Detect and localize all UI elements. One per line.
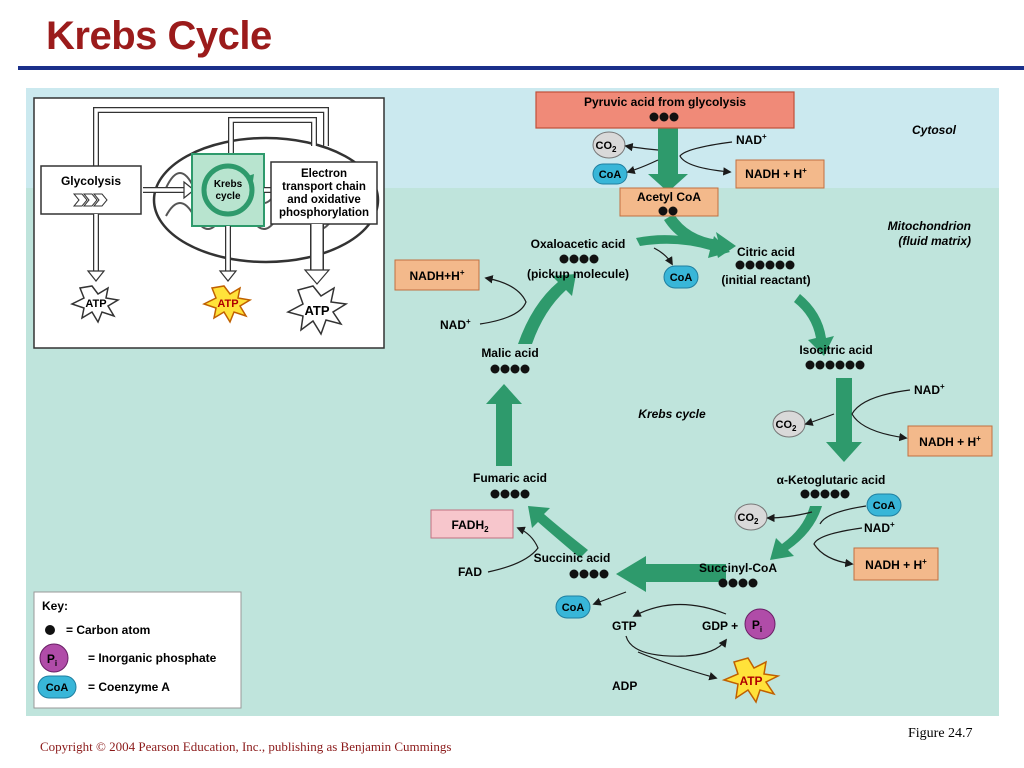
- oxaloacetic-carbons: [559, 254, 599, 264]
- nadh-label-4: NADH+H+: [409, 268, 464, 283]
- key-carbon-dot: [45, 625, 55, 635]
- gtp-label: GTP: [612, 619, 637, 633]
- overview-krebs-line2: cycle: [215, 191, 240, 202]
- coa-label-4: CoA: [562, 602, 585, 614]
- ketoglutaric-carbons: [800, 489, 850, 499]
- citric-label-2: (initial reactant): [721, 273, 810, 287]
- atp-label-cycle: ATP: [739, 674, 762, 688]
- key-title: Key:: [42, 599, 68, 613]
- co2-label-1: CO2: [596, 140, 618, 154]
- overview-etc-line4: phosphorylation: [279, 207, 369, 219]
- copyright-footer: Copyright © 2004 Pearson Education, Inc.…: [40, 739, 452, 754]
- nadh-box-2: [907, 425, 993, 457]
- succinic-carbons: [569, 569, 609, 579]
- co2-label-2: CO2: [776, 419, 798, 433]
- key-box: Key: = Carbon atom Pi = Inorganic phosph…: [33, 591, 242, 709]
- overview-atp-star-1: [70, 285, 121, 324]
- coa-label-1: CoA: [599, 169, 622, 181]
- fadh2-box: [430, 509, 514, 539]
- isocitric-carbons: [805, 360, 865, 370]
- malic-label: Malic acid: [481, 346, 538, 360]
- overview-atp-3: ATP: [304, 303, 329, 318]
- cytosol-label: Cytosol: [912, 123, 957, 137]
- pi-label-1: Pi: [752, 618, 762, 634]
- krebs-center-label: Krebs cycle: [638, 407, 706, 421]
- ketoglutaric-label: α-Ketoglutaric acid: [777, 473, 886, 487]
- krebs-diagram: Cytosol Mitochondrion (fluid matrix) Kre…: [33, 91, 993, 709]
- co2-label-3: CO2: [738, 512, 760, 526]
- nadh-box-4: [394, 259, 480, 291]
- overview-atp-2: ATP: [217, 298, 238, 310]
- overview-inset: Glycolysis Krebs cycle Electron transpor…: [33, 97, 385, 349]
- malic-carbons: [490, 364, 530, 374]
- slide-title: Krebs Cycle: [46, 14, 272, 58]
- fadh2-label: FADH2: [451, 518, 489, 534]
- diagram-panel: Cytosol Mitochondrion (fluid matrix) Kre…: [26, 88, 999, 716]
- cycle-arrows: [486, 128, 862, 592]
- atp-star-cycle: [721, 657, 781, 704]
- key-carbon-text: = Carbon atom: [66, 623, 150, 637]
- isocitric-label: Isocitric acid: [799, 343, 872, 357]
- pyruvic-label: Pyruvic acid from glycolysis: [584, 95, 746, 109]
- overview-atp-star-3: [285, 285, 349, 336]
- mitochondrion-label: Mitochondrion: [888, 219, 971, 233]
- nadh-box-3: [853, 547, 939, 581]
- coa-badge-2: [663, 265, 699, 289]
- nad-label-2: NAD+: [914, 382, 945, 397]
- oxaloacetic-label-2: (pickup molecule): [527, 267, 629, 281]
- key-coa-badge: [37, 675, 77, 699]
- nad-label-4: NAD+: [440, 317, 471, 332]
- gdp-label: GDP +: [702, 619, 738, 633]
- fluid-matrix-label: (fluid matrix): [898, 234, 971, 248]
- coa-label-2: CoA: [670, 272, 693, 284]
- pyruvic-carbons: [649, 112, 679, 122]
- nadh-label-3: NADH + H+: [865, 557, 927, 572]
- key-coa-label: CoA: [46, 682, 69, 694]
- overview-etc-line2: transport chain: [282, 181, 366, 193]
- fumaric-carbons: [490, 489, 530, 499]
- acetyl-carbons: [658, 206, 678, 216]
- nad-label-3: NAD+: [864, 520, 895, 535]
- nadh-box-1: [735, 159, 825, 189]
- coa-label-3: CoA: [873, 500, 896, 512]
- overview-atp-1: ATP: [85, 298, 106, 310]
- key-coenzyme-text: = Coenzyme A: [88, 680, 170, 694]
- figure-label: Figure 24.7: [908, 726, 973, 741]
- nadh-label-2: NADH + H+: [919, 434, 981, 449]
- overview-krebs-line1: Krebs: [214, 179, 243, 190]
- pyruvic-box: [535, 91, 795, 129]
- title-rule: [18, 66, 1024, 70]
- fumaric-label: Fumaric acid: [473, 471, 547, 485]
- acetyl-coa-label: Acetyl CoA: [637, 190, 701, 204]
- key-pi-bubble: [39, 643, 69, 673]
- overview-glycolysis: Glycolysis: [61, 174, 121, 188]
- succinyl-coa-label: Succinyl-CoA: [699, 561, 777, 575]
- coa-badge-3: [866, 493, 902, 517]
- oxaloacetic-label-1: Oxaloacetic acid: [531, 237, 626, 251]
- nadh-label-1: NADH + H+: [745, 166, 807, 181]
- nad-label-1: NAD+: [736, 132, 767, 147]
- coa-badge-4: [555, 595, 591, 619]
- succinic-label: Succinic acid: [534, 551, 611, 565]
- overview-atp-star-2: [202, 285, 253, 324]
- key-phosphate-text: = Inorganic phosphate: [88, 651, 217, 665]
- succinyl-carbons: [718, 578, 758, 588]
- overview-etc-line3: and oxidative: [287, 194, 361, 206]
- overview-etc-line1: Electron: [301, 168, 347, 180]
- citric-label-1: Citric acid: [737, 245, 795, 259]
- pi-bubble-1: [744, 608, 776, 640]
- citric-carbons: [735, 260, 795, 270]
- adp-label: ADP: [612, 679, 637, 693]
- key-pi-label: Pi: [47, 652, 57, 668]
- fad-label: FAD: [458, 565, 482, 579]
